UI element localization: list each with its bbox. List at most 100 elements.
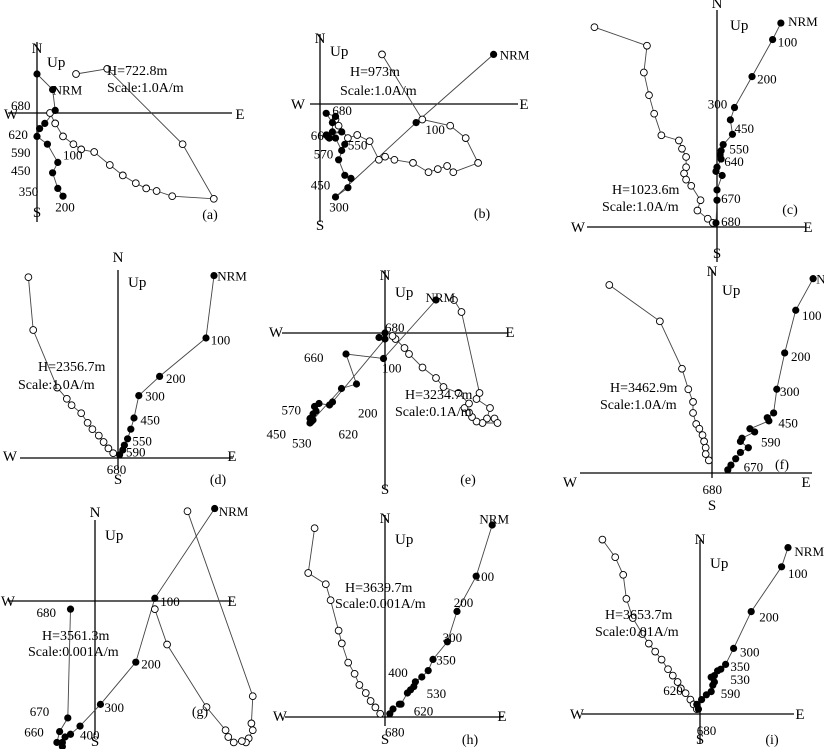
open-circle-point	[701, 450, 710, 458]
axis-label-n: N	[315, 31, 326, 47]
filled-circle-point	[124, 435, 132, 443]
filled-circle-point	[777, 19, 785, 27]
step-label: NRM	[53, 83, 83, 98]
axis-label-n: N	[380, 268, 391, 284]
step-label: 620	[339, 427, 359, 442]
filled-circle-point	[713, 196, 721, 204]
filled-circle-point	[43, 140, 52, 148]
open-circle-point	[229, 738, 238, 747]
axis-label-s: S	[708, 498, 716, 514]
axis-label-n: N	[695, 532, 706, 548]
filled-circle-point	[732, 455, 740, 463]
filled-circle-point	[778, 563, 786, 571]
axis-label-s: S	[316, 218, 324, 234]
filled-circle-point	[713, 186, 721, 194]
filled-circle-point	[792, 306, 800, 314]
step-label: 200	[358, 406, 378, 421]
filled-circle-point	[773, 385, 781, 393]
open-circle-point	[334, 121, 343, 130]
step-label: NRM	[816, 272, 824, 287]
filled-circle-point	[770, 409, 778, 417]
filled-circle-point	[341, 171, 349, 179]
open-circle-point	[640, 68, 648, 77]
open-circle-point	[433, 165, 442, 173]
filled-circle-point	[59, 192, 67, 200]
open-circle-point	[67, 401, 76, 410]
step-label: 200	[757, 72, 777, 87]
open-circle-point	[472, 417, 481, 426]
step-label: 400	[80, 727, 100, 742]
open-circle-point	[678, 364, 686, 373]
open-circle-point	[224, 733, 233, 741]
step-label: 620	[663, 683, 683, 698]
scale-label: Scale:0.001A/m	[28, 645, 119, 660]
open-circle-point	[334, 626, 343, 635]
filled-circle-point	[127, 425, 135, 433]
step-label: 200	[55, 200, 74, 215]
filled-circle-point	[58, 742, 66, 749]
axis-label-n: N	[712, 0, 723, 12]
open-circle-point	[69, 140, 78, 149]
filled-circle-point	[156, 372, 164, 380]
panel-label: (f)	[775, 458, 789, 473]
open-circle-point	[371, 703, 380, 712]
open-circle-point	[361, 689, 370, 697]
vertical-projection-line	[609, 284, 710, 461]
open-circle-point	[326, 596, 335, 605]
open-circle-point	[454, 389, 463, 397]
open-circle-point	[668, 671, 677, 680]
step-label: 590	[11, 145, 31, 160]
filled-circle-point	[412, 119, 420, 127]
step-label: 660	[311, 128, 331, 143]
open-circle-point	[675, 136, 683, 145]
step-label: 660	[304, 350, 324, 365]
open-circle-point	[202, 703, 211, 711]
axis-label-w: W	[571, 220, 586, 236]
open-circle-point	[77, 409, 86, 418]
step-label: 530	[427, 686, 447, 701]
open-circle-point	[446, 121, 455, 130]
axis-label-w: W	[4, 107, 19, 123]
filled-circle-point	[375, 333, 383, 342]
filled-circle-point	[769, 35, 777, 44]
filled-circle-point	[328, 128, 336, 136]
axis-label-up: Up	[105, 528, 123, 544]
open-circle-point	[650, 109, 659, 118]
open-circle-point	[109, 449, 118, 458]
step-label: 100	[788, 566, 808, 581]
filled-circle-point	[751, 428, 759, 436]
filled-circle-point	[211, 504, 219, 513]
filled-circle-point	[395, 700, 403, 708]
filled-circle-point	[347, 174, 355, 182]
open-circle-point	[465, 408, 473, 417]
axis-label-up: Up	[330, 44, 348, 60]
step-label: 620	[8, 127, 28, 142]
filled-circle-point	[66, 730, 75, 738]
open-circle-point	[656, 317, 664, 326]
filled-circle-point	[338, 146, 346, 155]
axis-label-e: E	[801, 475, 810, 491]
step-label: 680	[385, 320, 405, 335]
open-circle-point	[88, 425, 97, 434]
open-circle-point	[676, 684, 685, 693]
step-label: 200	[454, 595, 474, 610]
step-label: 680	[11, 98, 31, 113]
filled-circle-point	[781, 349, 789, 357]
step-label: 300	[443, 630, 463, 645]
open-circle-point	[51, 119, 60, 128]
open-circle-point	[24, 273, 33, 282]
open-circle-point	[678, 144, 686, 153]
filled-circle-point	[744, 444, 752, 452]
step-label: 530	[292, 436, 312, 451]
filled-circle-point	[403, 689, 411, 697]
open-circle-point	[664, 665, 672, 674]
filled-circle-point	[719, 141, 727, 149]
site-height-label: H=3234.7m	[405, 388, 473, 403]
open-circle-point	[103, 64, 112, 73]
filled-circle-point	[335, 156, 343, 164]
open-circle-point	[209, 194, 218, 203]
filled-circle-point	[747, 608, 755, 616]
axis-label-w: W	[570, 707, 585, 723]
